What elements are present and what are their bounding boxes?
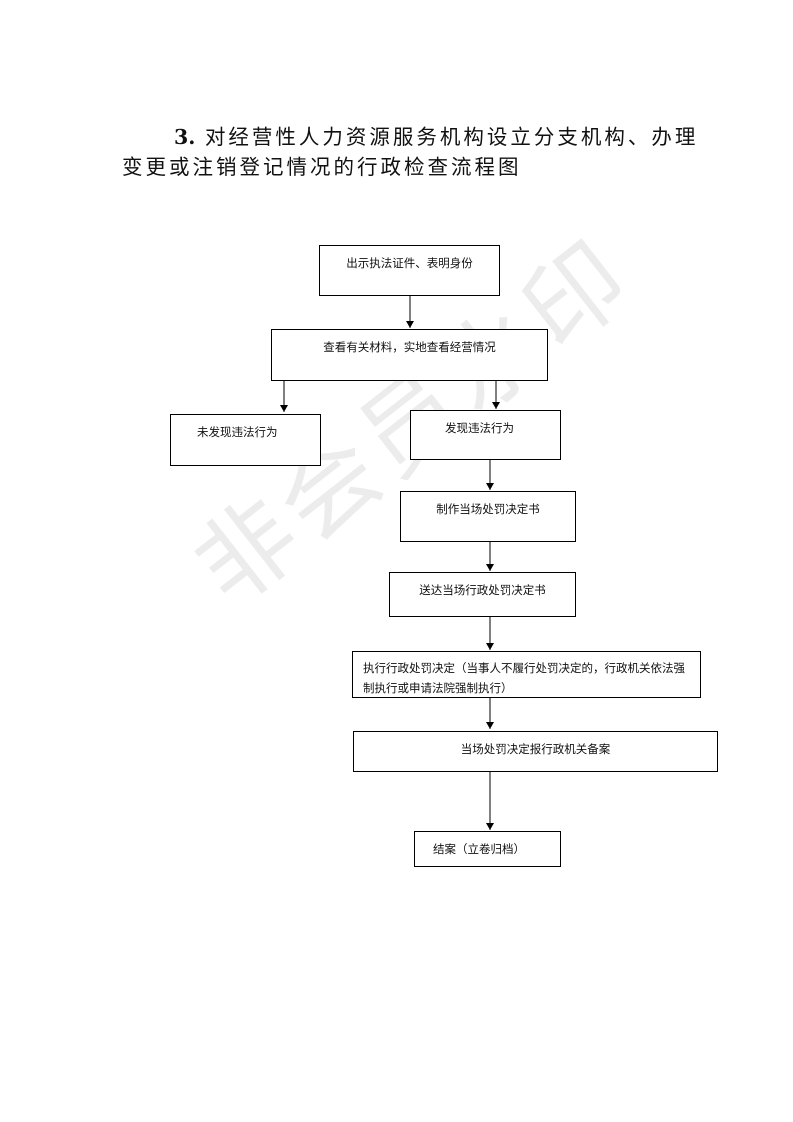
page-title: 3. 对经营性人力资源服务机构设立分支机构、办理 变更或注销登记情况的行政检查流…	[122, 122, 722, 182]
title-number: 3.	[174, 125, 196, 149]
node-deliver: 送达当场行政处罚决定书	[389, 572, 576, 617]
node-execute: 执行行政处罚决定（当事人不履行处罚决定的，行政机关依法强制执行或申请法院强制执行…	[352, 651, 701, 698]
node-violation: 发现违法行为	[410, 410, 561, 460]
node-show-id: 出示执法证件、表明身份	[319, 245, 500, 296]
node-no-violation: 未发现违法行为	[170, 414, 321, 466]
title-line-2: 变更或注销登记情况的行政检查流程图	[122, 155, 522, 179]
node-close: 结案（立卷归档）	[414, 831, 561, 867]
node-make-decision: 制作当场处罚决定书	[400, 491, 576, 542]
title-line-1: 对经营性人力资源服务机构设立分支机构、办理	[204, 125, 699, 149]
node-report: 当场处罚决定报行政机关备案	[353, 731, 718, 772]
node-inspect: 查看有关材料，实地查看经营情况	[271, 329, 548, 381]
